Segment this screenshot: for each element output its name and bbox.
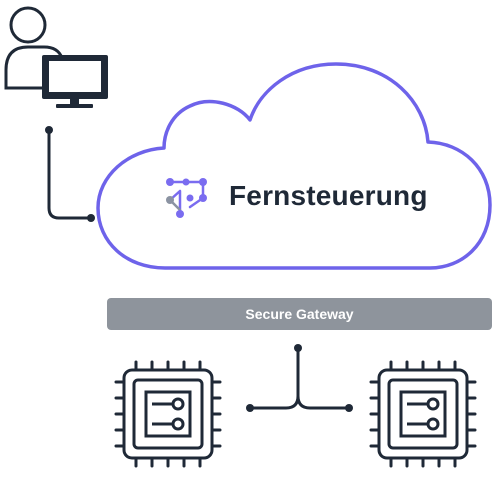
gateway-label: Secure Gateway bbox=[245, 306, 354, 322]
gateway-bar bbox=[107, 298, 492, 330]
chip-icon bbox=[114, 360, 222, 468]
chip-icon bbox=[369, 360, 477, 468]
brand-name: Fernsteuerung bbox=[229, 180, 428, 211]
fernsteuerung-logo-icon bbox=[166, 178, 207, 218]
secure-gateway: Secure Gateway bbox=[107, 298, 492, 330]
cloud-icon bbox=[96, 62, 492, 270]
connector-gateway-chips bbox=[246, 344, 353, 412]
connector-user-cloud bbox=[45, 126, 95, 222]
monitor-icon bbox=[42, 55, 108, 108]
